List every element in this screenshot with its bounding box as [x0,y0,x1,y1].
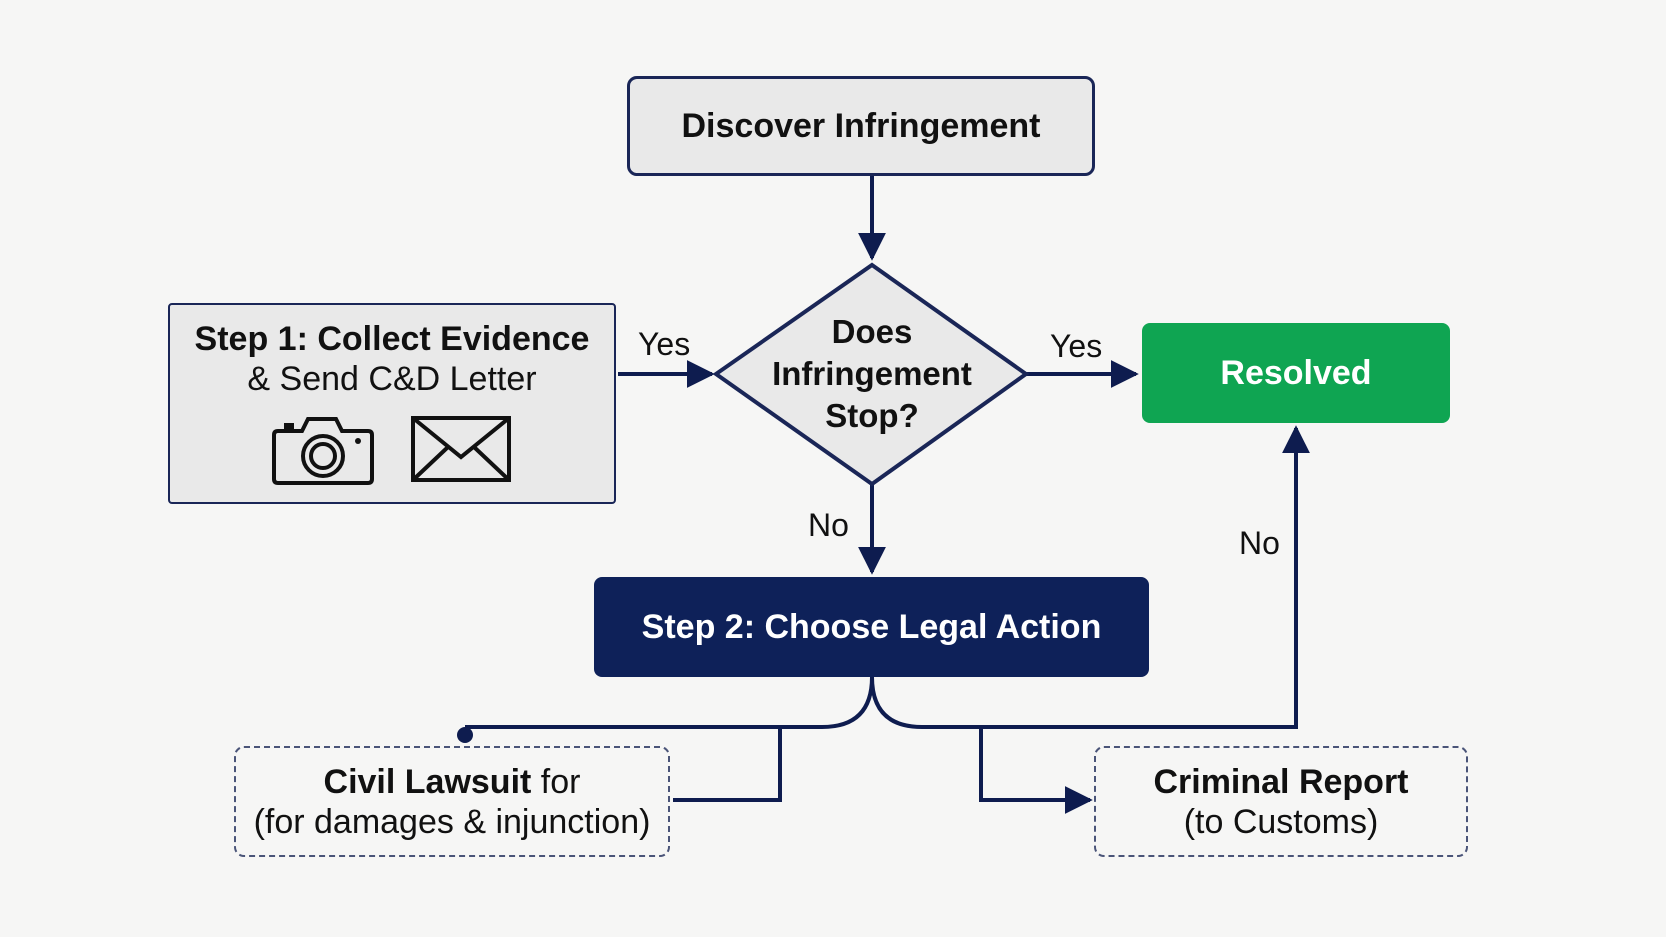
discover-infringement-label: Discover Infringement [681,107,1041,145]
envelope-icon [411,416,511,482]
civil-lawsuit-box: Civil Lawsuit for (for damages & injunct… [234,746,670,857]
edge-label-no-right: No [1239,525,1280,561]
discover-infringement-box: Discover Infringement [627,76,1095,176]
edge-to-criminal-box [979,727,1093,814]
step1-box: Step 1: Collect Evidence & Send C&D Lett… [168,303,616,504]
edge-to-civil-box [673,727,782,802]
step2-box: Step 2: Choose Legal Action [594,577,1149,677]
civil-lawsuit-line1: Civil Lawsuit for [324,762,581,802]
branch-dot [457,727,473,743]
decision-diamond [712,262,1030,487]
edge-label-yes-left: Yes [638,326,691,362]
edge-label-yes-right: Yes [1050,328,1103,364]
decision-line2: Infringement [772,355,972,392]
criminal-report-subtitle: (to Customs) [1183,802,1379,841]
edge-label-no-down: No [808,507,849,543]
resolved-box: Resolved [1142,323,1450,423]
civil-lawsuit-for: for [531,762,581,801]
step1-subtitle: & Send C&D Letter [247,360,537,398]
edge-step2-right-branch [870,425,1310,729]
step1-icons [272,413,512,485]
criminal-report-box: Criminal Report (to Customs) [1094,746,1468,857]
decision-label: Does Infringement Stop? [756,306,988,442]
step1-title: Step 1: Collect Evidence [194,320,590,358]
civil-lawsuit-line2: (for damages & injunction) [253,802,651,841]
camera-icon [272,417,374,485]
decision-line3: Stop? [825,397,919,434]
criminal-report-title: Criminal Report [1153,762,1409,801]
edge-step2-left-branch [465,676,874,736]
resolved-label: Resolved [1220,354,1372,392]
step2-label: Step 2: Choose Legal Action [641,608,1102,646]
civil-lawsuit-title: Civil Lawsuit [323,762,532,801]
decision-line1: Does [831,313,913,350]
